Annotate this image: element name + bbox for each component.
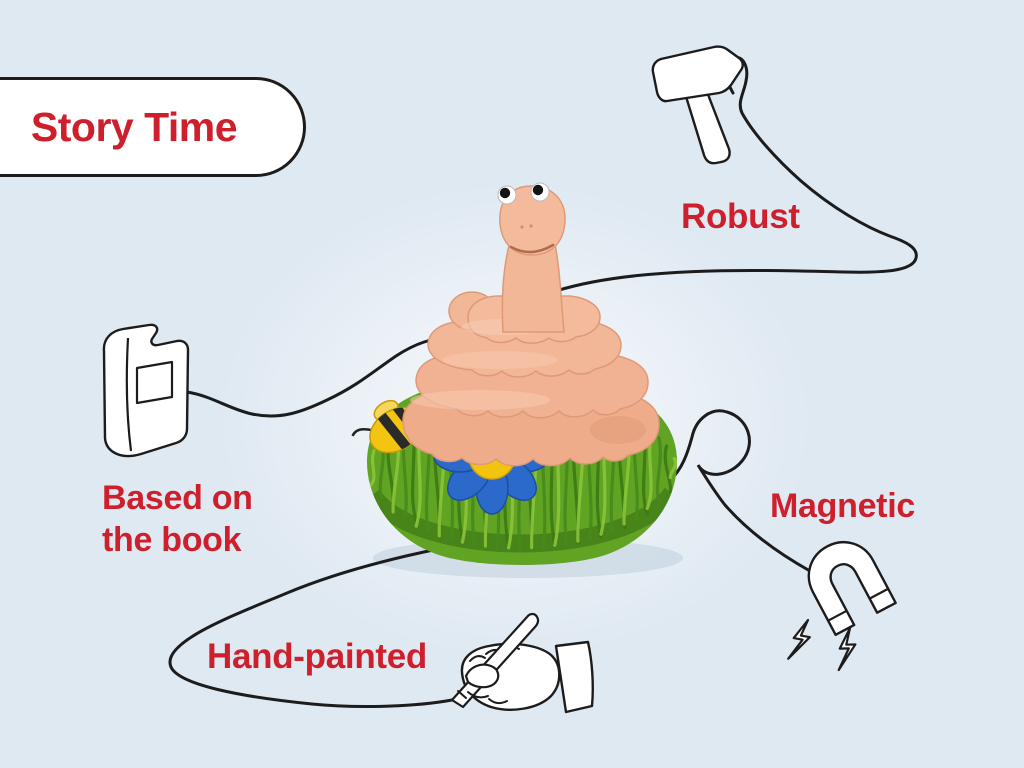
connector-lines: [168, 56, 918, 709]
book-icon: [102, 323, 190, 458]
connector-line-robust: [554, 56, 918, 293]
feature-label-hand-painted: Hand-painted: [207, 637, 428, 676]
magnet-icon: [787, 541, 897, 672]
hand-paintbrush-icon: [450, 612, 594, 714]
worm-mouth: [509, 243, 555, 254]
badge-label: Story Time: [30, 103, 238, 150]
worm-eyes: [497, 182, 550, 205]
hammer-icon: [651, 45, 744, 165]
feature-label-magnetic: Magnetic: [770, 487, 915, 525]
worm-figurine: [402, 182, 660, 467]
connector-line-magnet: [668, 409, 812, 573]
connector-line-book: [185, 336, 452, 418]
story-time-badge: Story Time: [0, 77, 306, 177]
connector-line-hand-painted: [168, 547, 454, 709]
feature-label-robust: Robust: [681, 197, 800, 236]
worm-head: [499, 185, 566, 256]
feature-label-based-on-the-book: Based on the book: [102, 479, 253, 559]
magnetic-spark-icons: [787, 618, 857, 672]
